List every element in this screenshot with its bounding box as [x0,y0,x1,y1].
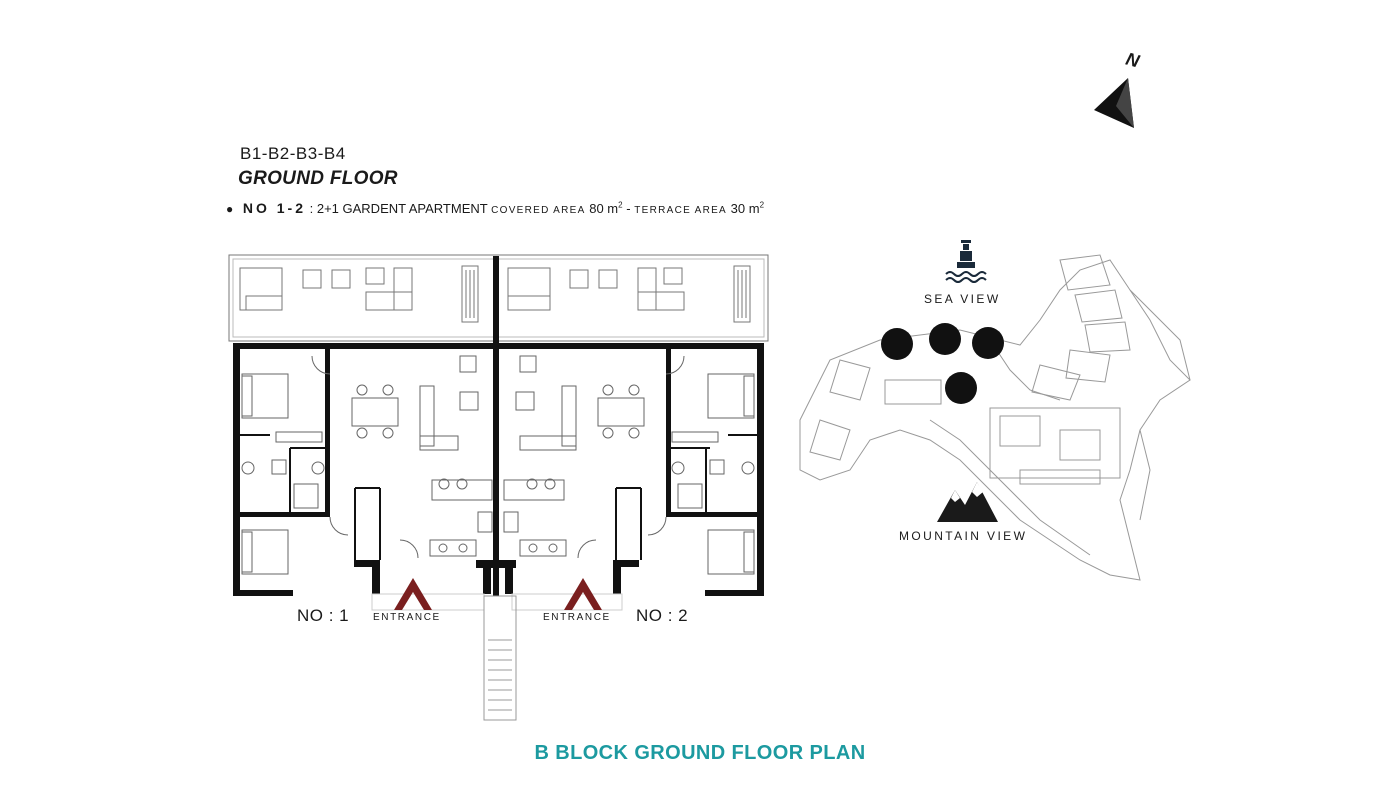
terrace-area-label: TERRACE AREA [634,205,728,216]
plan-title: B BLOCK GROUND FLOOR PLAN [534,742,866,764]
exterior-walls [233,256,764,596]
apartment-description: : 2+1 GARDENT APARTMENT [309,201,488,216]
terrace-area-exponent: 2 [759,200,765,210]
floor-label: GROUND FLOOR [238,168,398,189]
interior-walls [240,434,758,560]
entrance-label-left: ENTRANCE [373,612,441,623]
north-arrow-icon [1094,78,1134,128]
site-plan [799,254,1191,581]
unit2-furniture [503,355,755,575]
bullet-icon: ● [226,202,234,216]
covered-area-label: covered AREA [491,205,586,216]
entrance-label-right: ENTRANCE [543,612,611,623]
entrance-arrow-icon [394,578,602,610]
covered-area-value: 80 m [589,201,619,216]
unit1-furniture [241,355,493,575]
lighthouse-waves-icon [945,240,987,283]
separator: - [626,201,631,216]
view-marker-dots [881,323,1004,404]
unit-2-label: NO : 2 [636,606,689,625]
mountain-view-label: MOUNTAIN VIEW [899,529,1028,543]
unit-1-label: NO : 1 [297,606,350,625]
apartment-info-line: ● NO 1-2 : 2+1 GARDENT APARTMENT covered… [226,200,764,216]
covered-area-exponent: 2 [618,200,623,210]
terrace-area-value: 30 m [730,201,760,216]
sea-view-label: SEA VIEW [924,292,1001,306]
unit-code: NO 1-2 [242,200,306,216]
block-codes: B1-B2-B3-B4 [240,144,346,163]
mountain-icon [937,482,998,522]
